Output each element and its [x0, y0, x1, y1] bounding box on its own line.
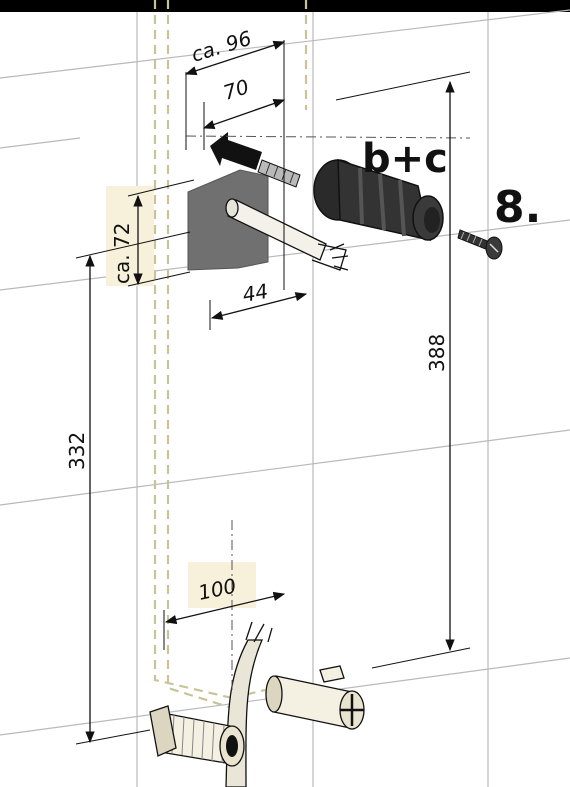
plate-height-highlight [106, 186, 154, 286]
dimension-width-inner: 70 [220, 74, 251, 104]
pipe-stub [225, 198, 349, 271]
valve-body [313, 158, 444, 241]
wall-tile-grid [0, 9, 570, 787]
dimension-width-total: ca. 96 [188, 26, 254, 67]
parts-label: b+c [362, 136, 448, 182]
step-number: 8. [494, 182, 541, 233]
dimension-lines [75, 40, 471, 745]
top-border [0, 0, 570, 12]
wall-plug [257, 159, 301, 188]
mounting-plate [187, 169, 269, 271]
left-fitting [149, 705, 245, 767]
dimension-pipe-offset: 44 [241, 279, 270, 307]
dimension-left-height: 332 [65, 432, 89, 470]
screw-icon [457, 229, 503, 260]
right-fitting [265, 665, 365, 730]
dimension-plate-height: ca. 72 [110, 223, 134, 284]
dimension-right-height: 388 [425, 334, 449, 372]
insert-arrow-icon [210, 132, 262, 170]
